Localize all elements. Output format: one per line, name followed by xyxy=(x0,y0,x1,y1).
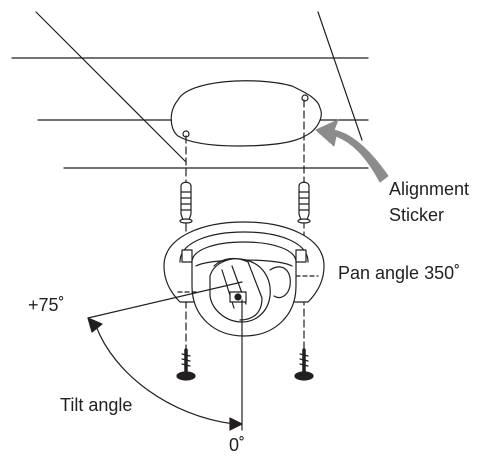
alignment-sticker-label-line1: Alignment xyxy=(389,179,470,199)
tilt-arrow-start-icon xyxy=(87,317,103,333)
alignment-sticker-shape xyxy=(170,80,322,147)
ceiling-perspective-left xyxy=(35,11,187,163)
tilt-angle-label: Tilt angle xyxy=(60,395,133,415)
tilt-axis-max xyxy=(87,281,243,319)
alignment-sticker-label: Alignment Sticker xyxy=(389,176,469,228)
tilt-arc xyxy=(95,325,235,425)
sticker-pointer-arrow-icon xyxy=(315,119,389,183)
camera-cable xyxy=(269,266,291,299)
tilt-max-label: +75˚ xyxy=(28,295,65,315)
tilt-angle-indicator xyxy=(87,281,243,431)
sticker-hole-right xyxy=(301,94,309,102)
ceiling-perspective-right xyxy=(317,11,363,141)
wall-anchor-right-icon xyxy=(297,181,311,224)
mounting-guides xyxy=(185,99,305,351)
dome-camera-icon xyxy=(163,221,325,337)
tilt-zero-label: 0˚ xyxy=(229,435,246,455)
camera-lens-housing xyxy=(209,258,271,323)
screw-left-icon xyxy=(176,348,196,381)
screw-right-icon xyxy=(294,348,314,381)
pan-angle-label: Pan angle 350˚ xyxy=(338,263,461,283)
camera-base-inner-edge xyxy=(179,231,309,263)
alignment-sticker-label-line2: Sticker xyxy=(389,205,445,225)
wall-anchor-left-icon xyxy=(179,181,193,224)
sticker-outline xyxy=(170,80,322,147)
tilt-arrow-end-icon xyxy=(229,417,243,431)
